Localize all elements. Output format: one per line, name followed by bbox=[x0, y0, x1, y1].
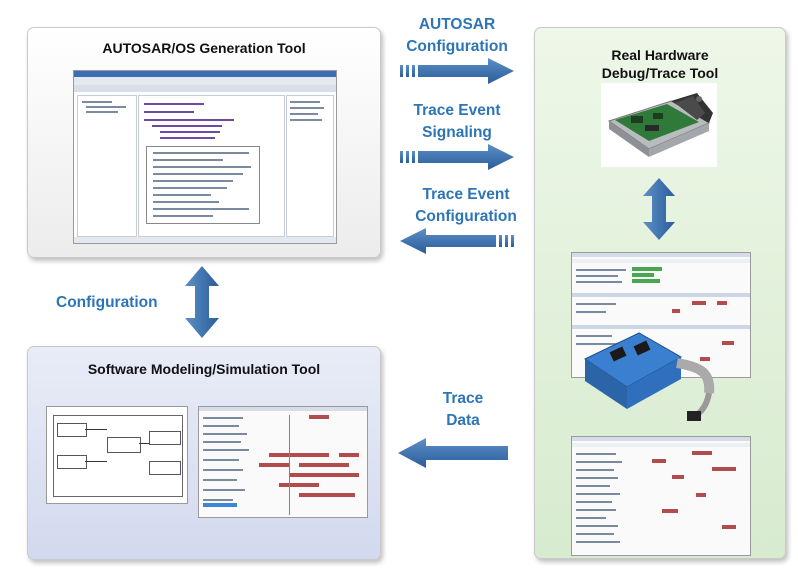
hardware-tool-title-line1: Real Hardware bbox=[611, 47, 709, 63]
autosar-os-tool-title: AUTOSAR/OS Generation Tool bbox=[102, 40, 306, 56]
autosar-configuration-line1: AUTOSAR bbox=[418, 16, 496, 33]
ecu-hardware-image bbox=[601, 83, 717, 167]
autosar-configuration-arrow bbox=[400, 58, 514, 84]
trace-data-arrow bbox=[398, 438, 508, 468]
software-modeling-panel: Software Modeling/Simulation Tool bbox=[27, 346, 381, 560]
simulation-trace-screenshot bbox=[198, 406, 368, 518]
autosar-os-tool-panel: AUTOSAR/OS Generation Tool bbox=[27, 27, 381, 258]
trace-data-line1: Trace bbox=[442, 390, 484, 407]
hardware-debug-trace-panel: Real Hardware Debug/Trace Tool bbox=[534, 27, 786, 559]
hardware-tool-title-line2: Debug/Trace Tool bbox=[601, 65, 719, 81]
autosar-tool-screenshot bbox=[73, 70, 337, 244]
trace-event-signaling-line2: Signaling bbox=[422, 124, 492, 141]
trace-hardware-device-image bbox=[581, 313, 731, 423]
software-modeling-title: Software Modeling/Simulation Tool bbox=[87, 361, 321, 377]
trace-event-signaling-label: Trace Event Signaling bbox=[392, 100, 522, 144]
trace-event-configuration-line2: Configuration bbox=[415, 208, 517, 225]
trace-event-configuration-line1: Trace Event bbox=[422, 186, 510, 203]
trace-event-configuration-label: Trace Event Configuration bbox=[392, 184, 540, 228]
configuration-label: Configuration bbox=[56, 294, 158, 311]
trace-event-signaling-arrow bbox=[400, 144, 514, 170]
trace-event-signaling-line1: Trace Event bbox=[413, 102, 501, 119]
model-diagram-screenshot bbox=[46, 406, 188, 504]
autosar-configuration-label: AUTOSAR Configuration bbox=[392, 14, 522, 58]
trace-tool-screenshot-bottom bbox=[571, 436, 751, 556]
configuration-double-arrow bbox=[185, 266, 219, 338]
trace-data-line2: Data bbox=[446, 412, 480, 429]
trace-event-configuration-arrow bbox=[400, 228, 514, 254]
trace-data-label: Trace Data bbox=[420, 388, 506, 432]
hardware-link-double-arrow bbox=[643, 178, 675, 240]
autosar-configuration-line2: Configuration bbox=[406, 38, 508, 55]
